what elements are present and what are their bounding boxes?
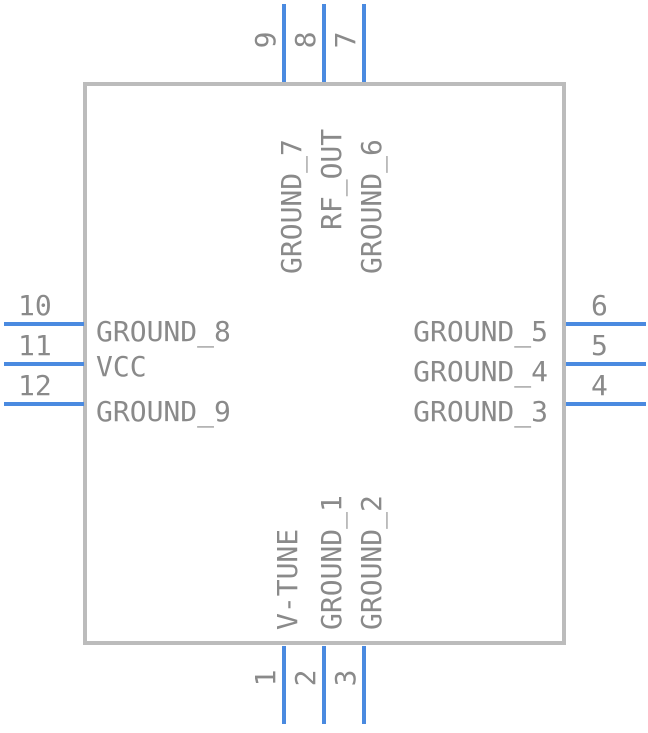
pin-11-number: 11 [18, 329, 52, 362]
pin-4-number: 4 [591, 369, 608, 402]
pin-1-name: V-TUNE [271, 529, 304, 630]
pin-12-number: 12 [18, 369, 52, 402]
component-body [83, 82, 566, 645]
pin-2-name: GROUND_1 [315, 495, 349, 630]
pin-7-number: 7 [329, 32, 362, 49]
pin-10-name: GROUND_8 [96, 315, 231, 349]
pin-4-name: GROUND_3 [413, 395, 548, 429]
pin-3-name: GROUND_2 [355, 495, 389, 630]
pin-7-name: GROUND_6 [355, 139, 389, 274]
pin-3-number: 3 [329, 670, 362, 687]
pin-5-number: 5 [591, 329, 608, 362]
pin-12-name: GROUND_9 [96, 395, 231, 429]
pin-5-name: GROUND_4 [413, 355, 548, 389]
pin-6-number: 6 [591, 289, 608, 322]
pin-8-name: RF_OUT [315, 129, 349, 230]
pin-9-name: GROUND_7 [275, 139, 309, 274]
pin-1-number: 1 [249, 670, 282, 687]
pin-8-number: 8 [289, 32, 322, 49]
pin-9-number: 9 [249, 32, 282, 49]
pin-6-name: GROUND_5 [413, 315, 548, 349]
pin-11-name: VCC [96, 350, 147, 383]
pin-10-number: 10 [18, 289, 52, 322]
pin-2-number: 2 [289, 670, 322, 687]
